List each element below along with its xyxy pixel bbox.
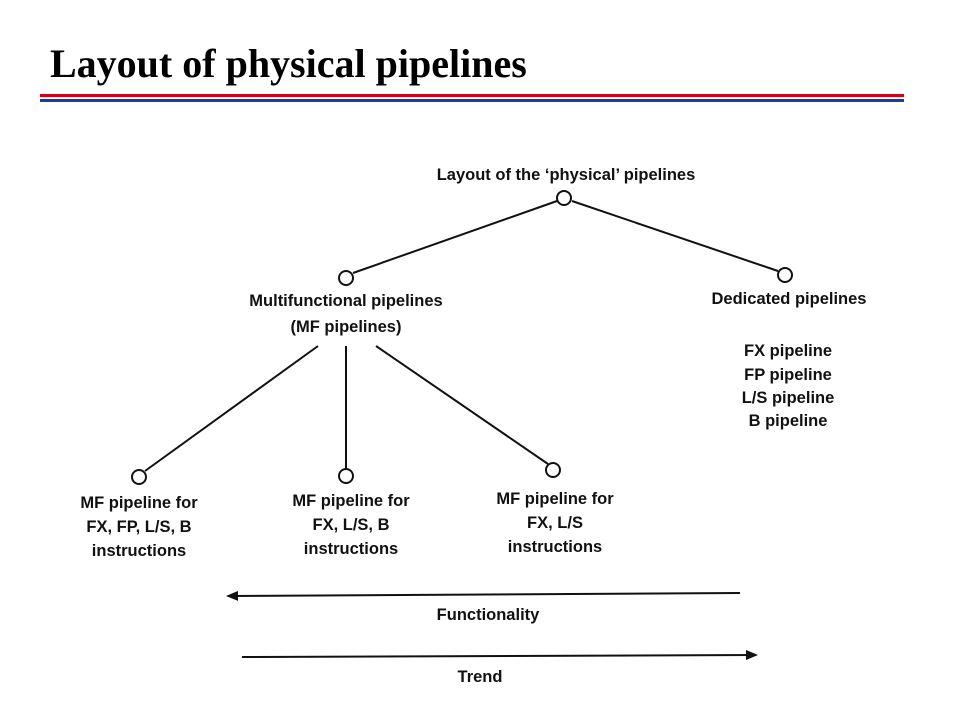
edge-root-to-dedicated xyxy=(571,200,779,272)
dedicated-node xyxy=(777,267,793,283)
mf-leaf-3-line-3: instructions xyxy=(508,538,602,556)
mf-leaf-3-node xyxy=(545,462,561,478)
dedicated-item-fx: FX pipeline xyxy=(744,342,832,360)
title-rule-blue xyxy=(40,99,904,102)
dedicated-item-fp: FP pipeline xyxy=(744,366,832,384)
mf-leaf-2-node xyxy=(338,468,354,484)
root-node xyxy=(556,190,572,206)
title-rule-red xyxy=(40,94,904,97)
dedicated-label: Dedicated pipelines xyxy=(712,290,867,308)
trend-label: Trend xyxy=(458,668,503,686)
mf-leaf-2-line-2: FX, L/S, B xyxy=(312,516,389,534)
functionality-label: Functionality xyxy=(437,606,540,624)
mf-leaf-1-line-3: instructions xyxy=(92,542,186,560)
multifunctional-label-line-2: (MF pipelines) xyxy=(291,318,402,336)
dedicated-item-ls: L/S pipeline xyxy=(742,389,835,407)
edge-root-to-multifunctional xyxy=(352,200,558,274)
mf-leaf-1-line-1: MF pipeline for xyxy=(80,494,198,512)
title-rule-gap xyxy=(40,97,904,99)
dedicated-item-b: B pipeline xyxy=(749,412,828,430)
edge-mf-to-leaf-3 xyxy=(375,345,549,465)
trend-arrow xyxy=(241,650,758,661)
functionality-arrow xyxy=(226,590,741,601)
multifunctional-label-line-1: Multifunctional pipelines xyxy=(249,292,442,310)
mf-leaf-1-node xyxy=(131,469,147,485)
mf-leaf-2-line-1: MF pipeline for xyxy=(292,492,410,510)
edge-mf-to-leaf-1 xyxy=(144,345,319,472)
mf-leaf-3-line-2: FX, L/S xyxy=(527,514,583,532)
mf-leaf-2-line-3: instructions xyxy=(304,540,398,558)
root-label: Layout of the ‘physical’ pipelines xyxy=(437,166,696,184)
multifunctional-node xyxy=(338,270,354,286)
mf-leaf-1-line-2: FX, FP, L/S, B xyxy=(86,518,191,536)
slide-title: Layout of physical pipelines xyxy=(50,41,527,86)
mf-leaf-3-line-1: MF pipeline for xyxy=(496,490,614,508)
